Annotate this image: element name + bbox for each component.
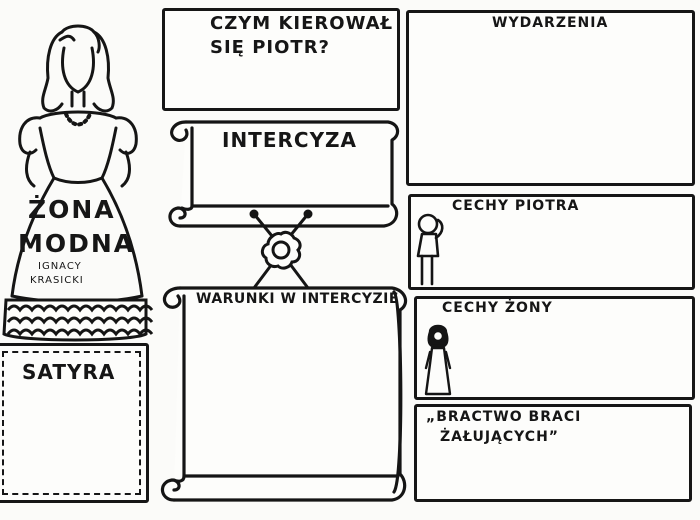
satire-label: SATYRA <box>22 360 116 384</box>
woman-figure-icon <box>424 324 452 396</box>
piotr-traits-box <box>408 194 695 290</box>
piotr-traits-label: CECHY PIOTRA <box>452 198 580 214</box>
wax-seal-icon <box>249 209 313 290</box>
brotherhood-line2: ŻAŁUJĄCYCH” <box>440 429 559 445</box>
author-line1: IGNACY <box>38 261 82 272</box>
events-box <box>406 10 695 186</box>
woman-in-gown-icon <box>2 24 154 342</box>
wife-traits-label: CECHY ŻONY <box>442 300 553 316</box>
thinking-man-icon <box>416 213 444 286</box>
wife-traits-box <box>414 296 695 400</box>
conditions-scroll <box>160 286 408 502</box>
worksheet-title-line1: ŻONA <box>28 195 116 224</box>
intercyza-scroll <box>168 120 400 228</box>
conditions-label: WARUNKI W INTERCYZIE <box>196 291 399 307</box>
brotherhood-line1: „BRACTWO BRACI <box>426 409 582 425</box>
events-label: WYDARZENIA <box>492 15 609 31</box>
question-box <box>162 8 400 111</box>
satire-box <box>0 343 149 503</box>
intercyza-label: INTERCYZA <box>222 128 358 152</box>
brotherhood-box <box>414 404 692 502</box>
author-line2: KRASICKI <box>30 275 84 286</box>
question-line2: SIĘ PIOTR? <box>210 37 330 58</box>
worksheet-title-line2: MODNA <box>18 229 136 258</box>
question-line1: CZYM KIEROWAŁ <box>210 13 394 34</box>
